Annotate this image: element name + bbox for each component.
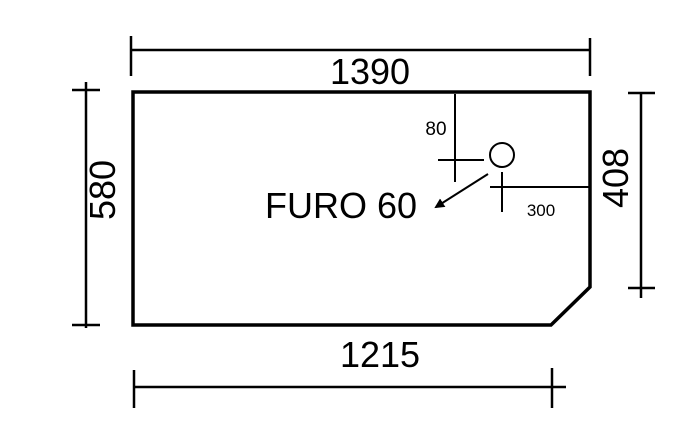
bottom-length-label: 1215	[340, 334, 420, 375]
hole-leader-arrow	[434, 173, 489, 209]
right-height-label: 408	[595, 148, 636, 208]
right-dimension: 408	[595, 91, 655, 298]
hole-label: FURO 60	[265, 185, 417, 226]
top-length-label: 1390	[330, 51, 410, 92]
left-dimension: 580	[72, 82, 123, 328]
hole-offset-right-label: 300	[527, 201, 555, 220]
hole-offset-top-label: 80	[425, 119, 446, 140]
bottom-dimension: 1215	[132, 334, 566, 408]
left-height-label: 580	[82, 160, 123, 220]
countertop-outline	[131, 90, 592, 327]
top-dimension: 1390	[129, 36, 592, 92]
hole-circle	[489, 142, 515, 168]
